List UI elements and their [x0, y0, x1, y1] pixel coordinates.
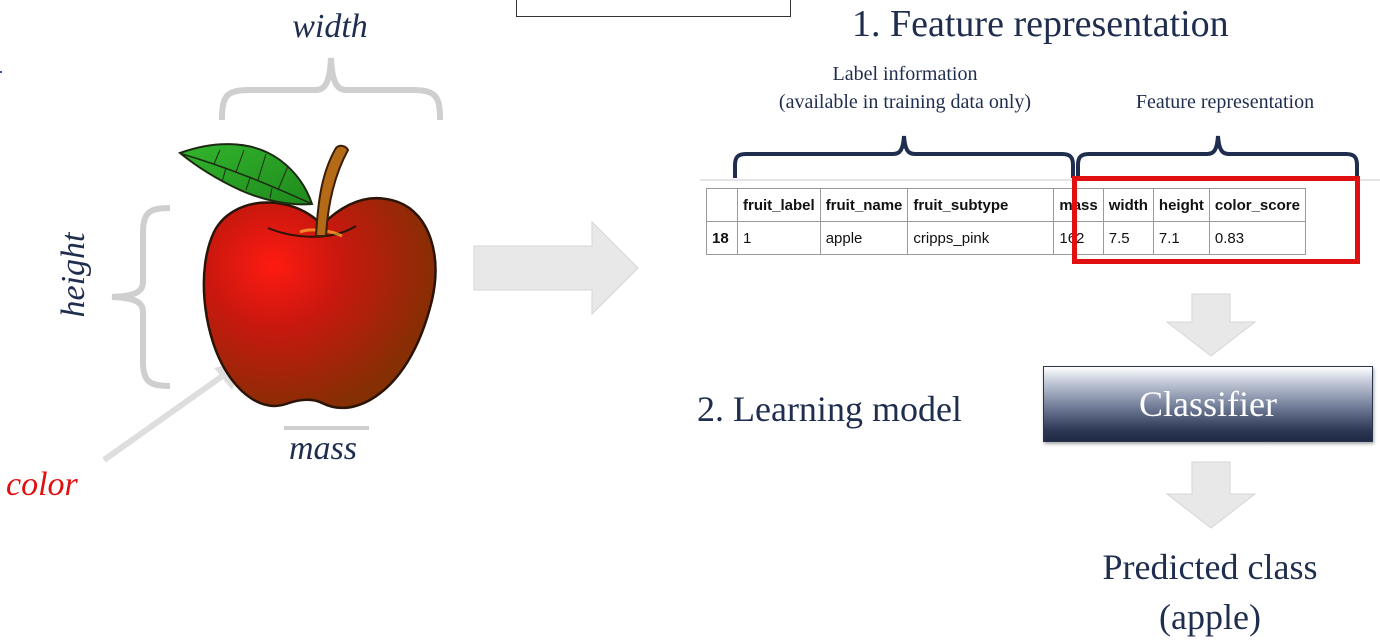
feature-columns-highlight [1072, 176, 1360, 264]
table-header-fruit-label: fruit_label [737, 188, 821, 222]
width-label: width [292, 8, 368, 45]
apple-body [202, 196, 437, 410]
classifier-box: Classifier [1043, 366, 1373, 442]
empty-frame [516, 0, 791, 17]
table-header-height: height [1152, 188, 1210, 222]
apple-stem [314, 144, 350, 237]
height-bracket [111, 205, 171, 389]
width-bracket [219, 57, 443, 121]
feature-representation-caption: Feature representation [1135, 91, 1315, 113]
feature-representation-heading: 1. Feature representation [852, 3, 1229, 45]
table-cell-width: 7.5 [1102, 221, 1154, 255]
color-label: color [6, 466, 78, 503]
label-information-caption: Label information [832, 63, 978, 85]
down-arrow-to-prediction [1165, 461, 1257, 529]
predicted-class-value: (apple) [1159, 597, 1261, 637]
classifier-label: Classifier [1139, 384, 1277, 424]
table-header-width: width [1102, 188, 1154, 222]
table-row: 18 1 apple cripps_pink 162 7.5 7.1 0.83 [706, 221, 1306, 255]
table-cell-fruit-subtype: cripps_pink [907, 221, 1055, 255]
training-data-note: (available in training data only) [778, 91, 1032, 113]
table-cell-mass: 162 [1053, 221, 1104, 255]
feature-rep-bracket [1076, 135, 1359, 178]
table-header-index [706, 188, 738, 222]
learning-model-heading: 2. Learning model [697, 389, 962, 429]
table-header-row: fruit_label fruit_name fruit_subtype mas… [706, 188, 1306, 222]
label-info-bracket [733, 135, 1075, 178]
fruit-data-table: fruit_label fruit_name fruit_subtype mas… [706, 188, 1306, 255]
table-header-fruit-subtype: fruit_subtype [907, 188, 1055, 222]
stray-mark [0, 71, 2, 73]
table-cell-fruit-label: 1 [737, 221, 821, 255]
right-arrow [473, 220, 639, 316]
down-arrow-to-classifier [1165, 293, 1257, 357]
table-cell-color-score: 0.83 [1208, 221, 1306, 255]
height-label: height [55, 232, 92, 318]
mass-label: mass [288, 430, 358, 467]
table-cell-index: 18 [706, 221, 738, 255]
table-header-mass: mass [1053, 188, 1104, 222]
predicted-class-label: Predicted class [1102, 547, 1318, 587]
color-arrow [102, 369, 230, 463]
table-cell-fruit-name: apple [819, 221, 909, 255]
table-header-fruit-name: fruit_name [819, 188, 909, 222]
